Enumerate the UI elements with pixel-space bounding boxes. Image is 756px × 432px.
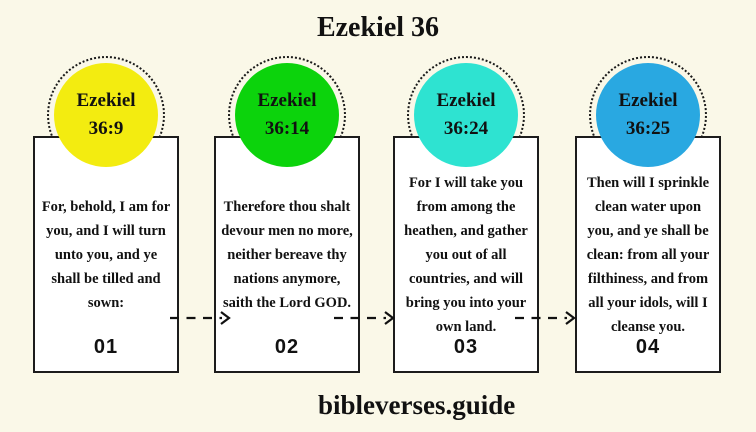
dashed-arrow-right-icon [170, 311, 231, 325]
site-name: bibleverses.guide [318, 390, 516, 420]
verse-card-group-2: Therefore thou shalt devour men no more,… [214, 56, 360, 376]
verse-text: Therefore thou shalt devour men no more,… [221, 199, 353, 311]
verse-book: Ezekiel [618, 90, 678, 111]
verse-text: Then will I sprinkle clean water upon yo… [586, 175, 710, 335]
step-number: 04 [635, 336, 661, 358]
dashed-arrow-right-icon [515, 311, 576, 325]
verse-card-group-1: For, behold, I am for you, and I will tu… [33, 56, 179, 376]
step-number: 02 [274, 336, 300, 358]
verse-reference-badge: Ezekiel 36:14 [235, 63, 339, 167]
step-number: 01 [93, 336, 119, 358]
verse-card: For, behold, I am for you, and I will tu… [33, 136, 179, 373]
verse-card: Then will I sprinkle clean water upon yo… [575, 136, 721, 373]
verse-reference-badge: Ezekiel 36:9 [54, 63, 158, 167]
verse-text: For I will take you from among the heath… [404, 175, 528, 335]
verse-book: Ezekiel [436, 90, 496, 111]
verse-number: 36:24 [443, 118, 489, 139]
verse-text: For, behold, I am for you, and I will tu… [41, 199, 171, 311]
verse-card-group-3: For I will take you from among the heath… [393, 56, 539, 376]
verse-number: 36:25 [625, 118, 671, 139]
verse-reference-badge: Ezekiel 36:25 [596, 63, 700, 167]
verse-book: Ezekiel [76, 90, 136, 111]
verse-card: Therefore thou shalt devour men no more,… [214, 136, 360, 373]
dashed-arrow-right-icon [334, 311, 395, 325]
verse-reference-badge: Ezekiel 36:24 [414, 63, 518, 167]
step-number: 03 [453, 336, 479, 358]
page-title: Ezekiel 36 [316, 12, 440, 43]
verse-card: For I will take you from among the heath… [393, 136, 539, 373]
verse-book: Ezekiel [257, 90, 317, 111]
verse-card-group-4: Then will I sprinkle clean water upon yo… [575, 56, 721, 376]
verse-number: 36:9 [88, 118, 124, 139]
verse-number: 36:14 [264, 118, 310, 139]
